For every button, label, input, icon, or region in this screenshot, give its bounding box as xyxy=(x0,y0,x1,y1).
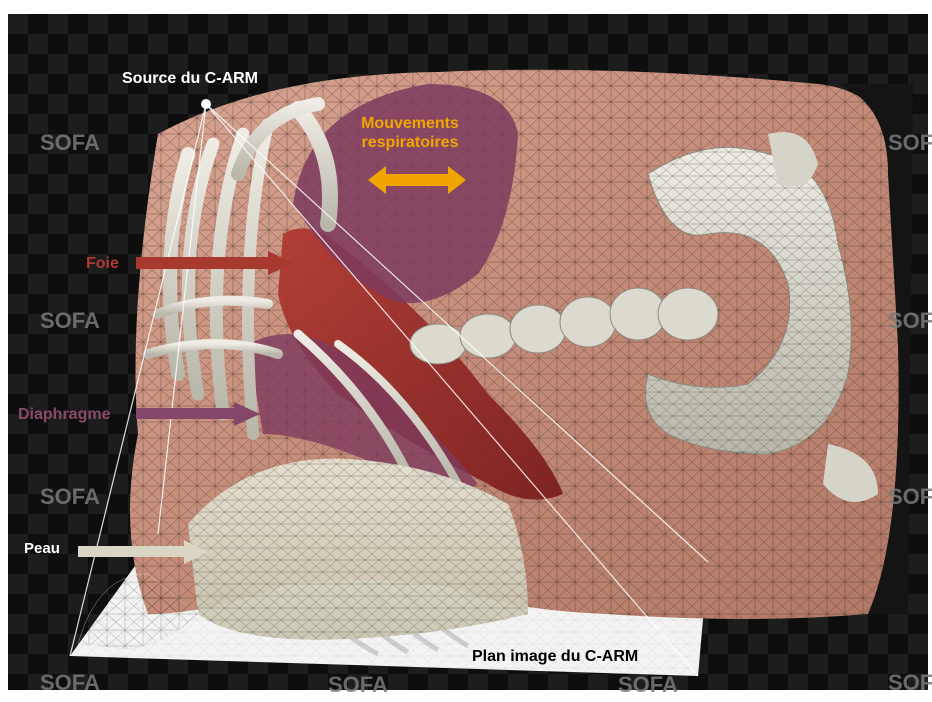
movement-label-line2: respiratoires xyxy=(350,133,470,152)
sofa-watermark: SOFA xyxy=(40,484,100,510)
diaphragme-label: Diaphragme xyxy=(18,406,110,424)
sofa-watermark: SOFA xyxy=(40,670,100,696)
sofa-watermark: SOFA xyxy=(618,672,678,698)
sofa-watermark: SOFA xyxy=(888,670,932,696)
sofa-watermark: SOFA xyxy=(328,672,388,698)
peau-label: Peau xyxy=(24,540,60,557)
sofa-watermark: SOFA xyxy=(888,484,932,510)
sofa-watermark: SOFA xyxy=(888,308,932,334)
movement-label-line1: Mouvements xyxy=(350,114,470,133)
source-label: Source du C-ARM xyxy=(122,70,258,88)
sofa-watermark: SOFA xyxy=(40,130,100,156)
sofa-watermark: SOFA xyxy=(40,308,100,334)
plan-image-label: Plan image du C-ARM xyxy=(472,648,638,666)
movement-label: Mouvements respiratoires xyxy=(350,114,470,152)
c-arm-source-point xyxy=(201,99,211,109)
foie-label: Foie xyxy=(86,255,119,273)
sofa-watermark: SOFA xyxy=(888,130,932,156)
